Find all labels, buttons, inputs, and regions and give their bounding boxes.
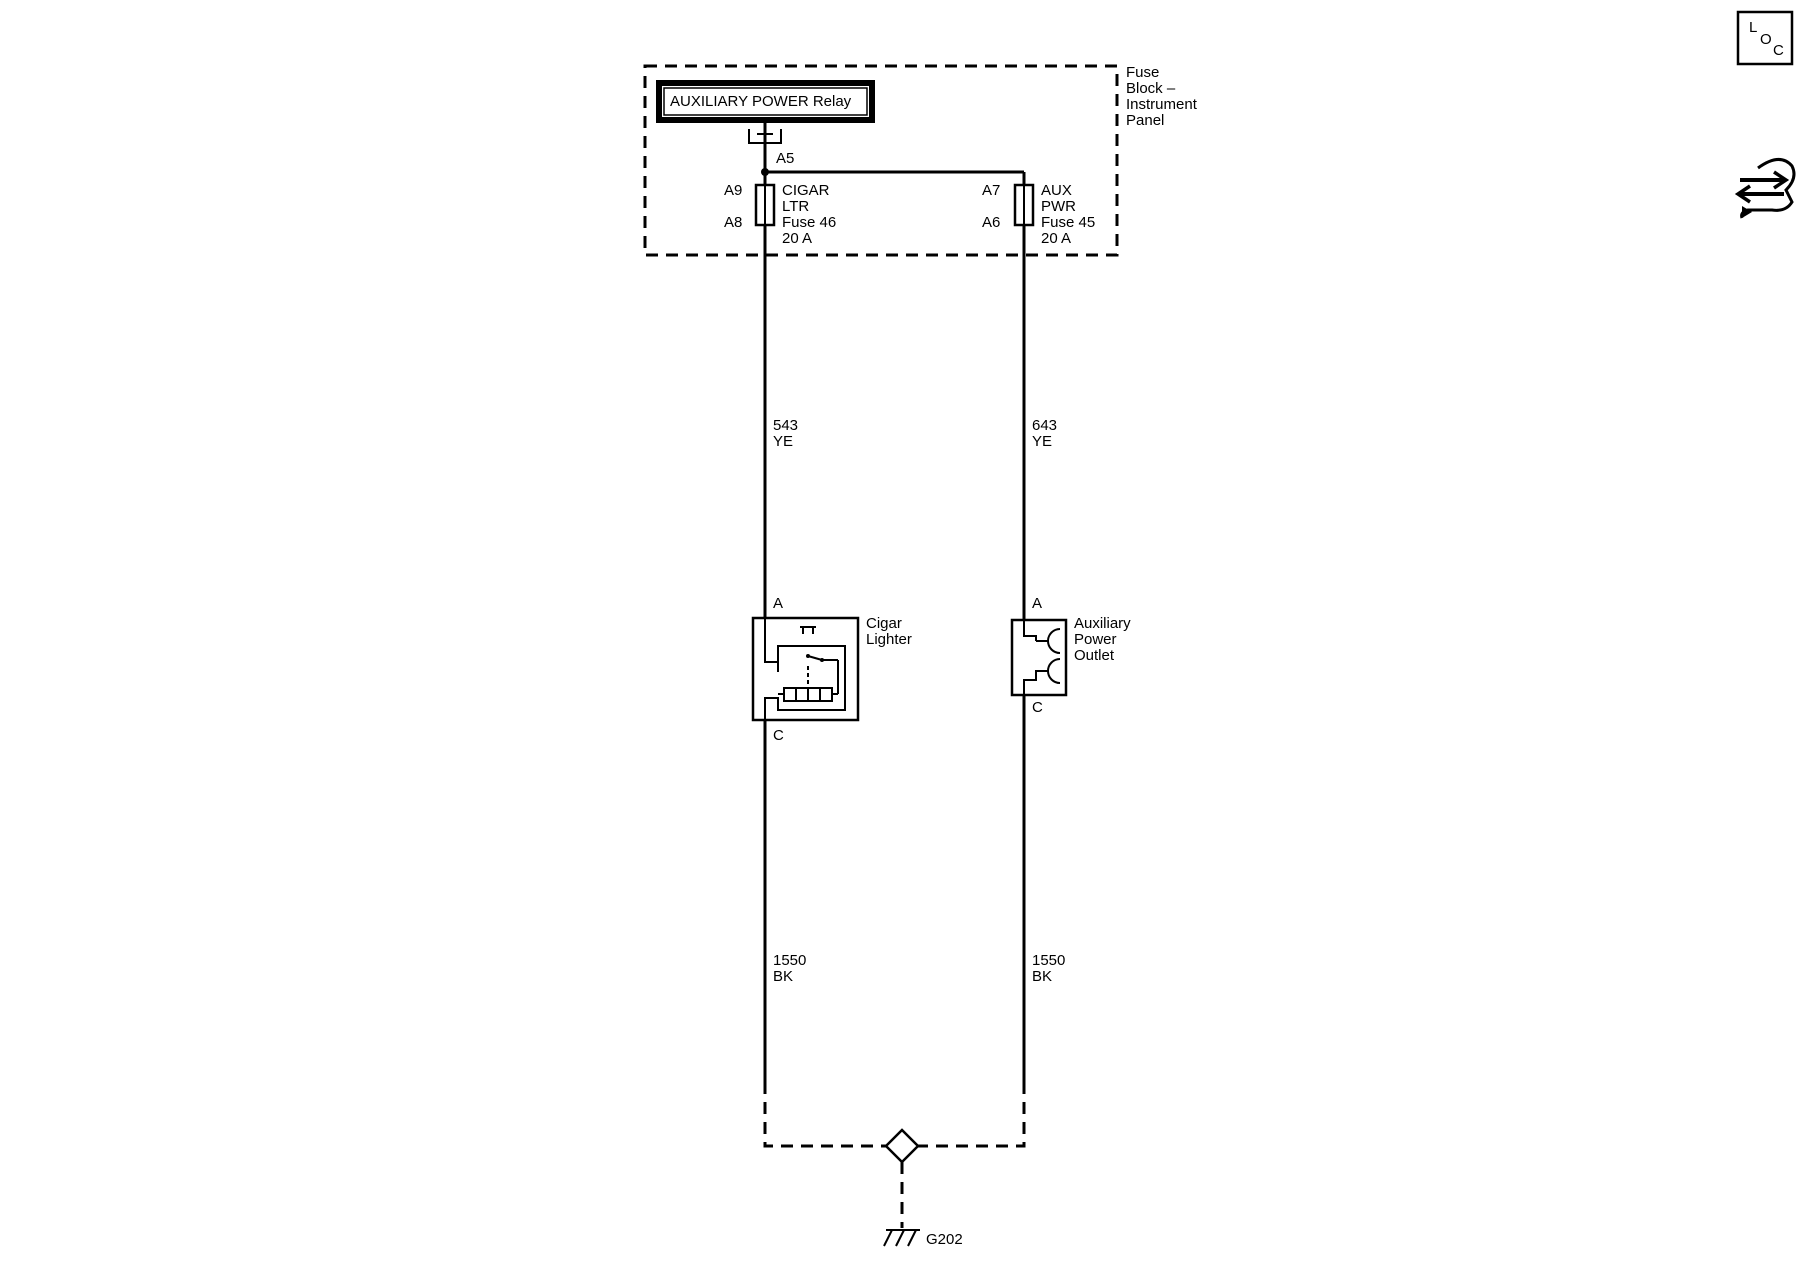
cigar-lighter-pin-a: A [773, 595, 783, 612]
cigar-lighter-label-line: Lighter [866, 631, 912, 648]
fuse-45-label-line: PWR [1041, 198, 1076, 215]
fuse-45-label-line: 20 A [1041, 230, 1071, 247]
aux-outlet-label-line: Power [1074, 631, 1117, 648]
fuse-45-label-line: AUX [1041, 182, 1072, 199]
wire-1550-left-circuit: 1550 [773, 952, 806, 969]
aux-outlet-label: Auxiliary Power Outlet [1074, 615, 1131, 664]
loc-letter: O [1760, 31, 1772, 48]
aux-power-relay: AUXILIARY POWER Relay [656, 80, 875, 123]
fuse-46 [754, 183, 776, 227]
fuse-46-label-line: Fuse 46 [782, 214, 836, 231]
aux-outlet-pin-a: A [1032, 595, 1042, 612]
aux-outlet-symbol [1010, 618, 1068, 697]
relay-connector-symbol [748, 120, 782, 172]
pin-label-a5: A5 [776, 150, 794, 167]
cigar-lighter-label: Cigar Lighter [866, 615, 912, 648]
fuse-45-label: AUX PWR Fuse 45 20 A [1041, 182, 1095, 247]
loc-letter: L [1749, 19, 1757, 36]
cigar-lighter-label-line: Cigar [866, 615, 902, 632]
wire-543-circuit: 543 [773, 417, 798, 434]
fuse-46-label-line: 20 A [782, 230, 812, 247]
ground-dash-right [918, 1082, 1026, 1148]
relay-label: AUXILIARY POWER Relay [670, 93, 852, 110]
fuse-block-label-line: Fuse [1126, 64, 1159, 81]
fuse-46-label: CIGAR LTR Fuse 46 20 A [782, 182, 836, 247]
fuse-45-label-line: Fuse 45 [1041, 214, 1095, 231]
ground-splice-diamond [884, 1128, 920, 1164]
loc-letter: C [1773, 42, 1784, 59]
ground-label: G202 [926, 1231, 963, 1248]
cigar-lighter-symbol [751, 616, 860, 722]
ground-dash-left [763, 1082, 886, 1148]
fuse-block-label-line: Block – [1126, 80, 1176, 97]
aux-outlet-pin-c: C [1032, 699, 1043, 716]
wire-643-color: YE [1032, 433, 1052, 450]
wire-1550-right-color: BK [1032, 968, 1052, 985]
fuse-45 [1013, 183, 1035, 227]
wire-643-circuit: 643 [1032, 417, 1057, 434]
cigar-lighter-pin-c: C [773, 727, 784, 744]
fuse-46-label-line: LTR [782, 198, 809, 215]
pin-label-a7: A7 [982, 182, 1000, 199]
wire-1550-right-circuit: 1550 [1032, 952, 1065, 969]
aux-outlet-label-line: Outlet [1074, 647, 1115, 664]
fuse-46-label-line: CIGAR [782, 182, 830, 199]
wire-543-color: YE [773, 433, 793, 450]
aux-outlet-label-line: Auxiliary [1074, 615, 1131, 632]
pin-label-a8: A8 [724, 214, 742, 231]
connector-view-icon[interactable] [1734, 158, 1796, 219]
loc-icon[interactable]: L O C [1736, 10, 1794, 66]
wire-1550-left-color: BK [773, 968, 793, 985]
fuse-block-label-line: Panel [1126, 112, 1164, 129]
fuse-block-outline [643, 64, 1119, 257]
pin-label-a6: A6 [982, 214, 1000, 231]
fuse-block-label-line: Instrument [1126, 96, 1198, 113]
pin-label-a9: A9 [724, 182, 742, 199]
ground-icon [883, 1229, 920, 1247]
fuse-block-label: Fuse Block – Instrument Panel [1126, 64, 1198, 129]
